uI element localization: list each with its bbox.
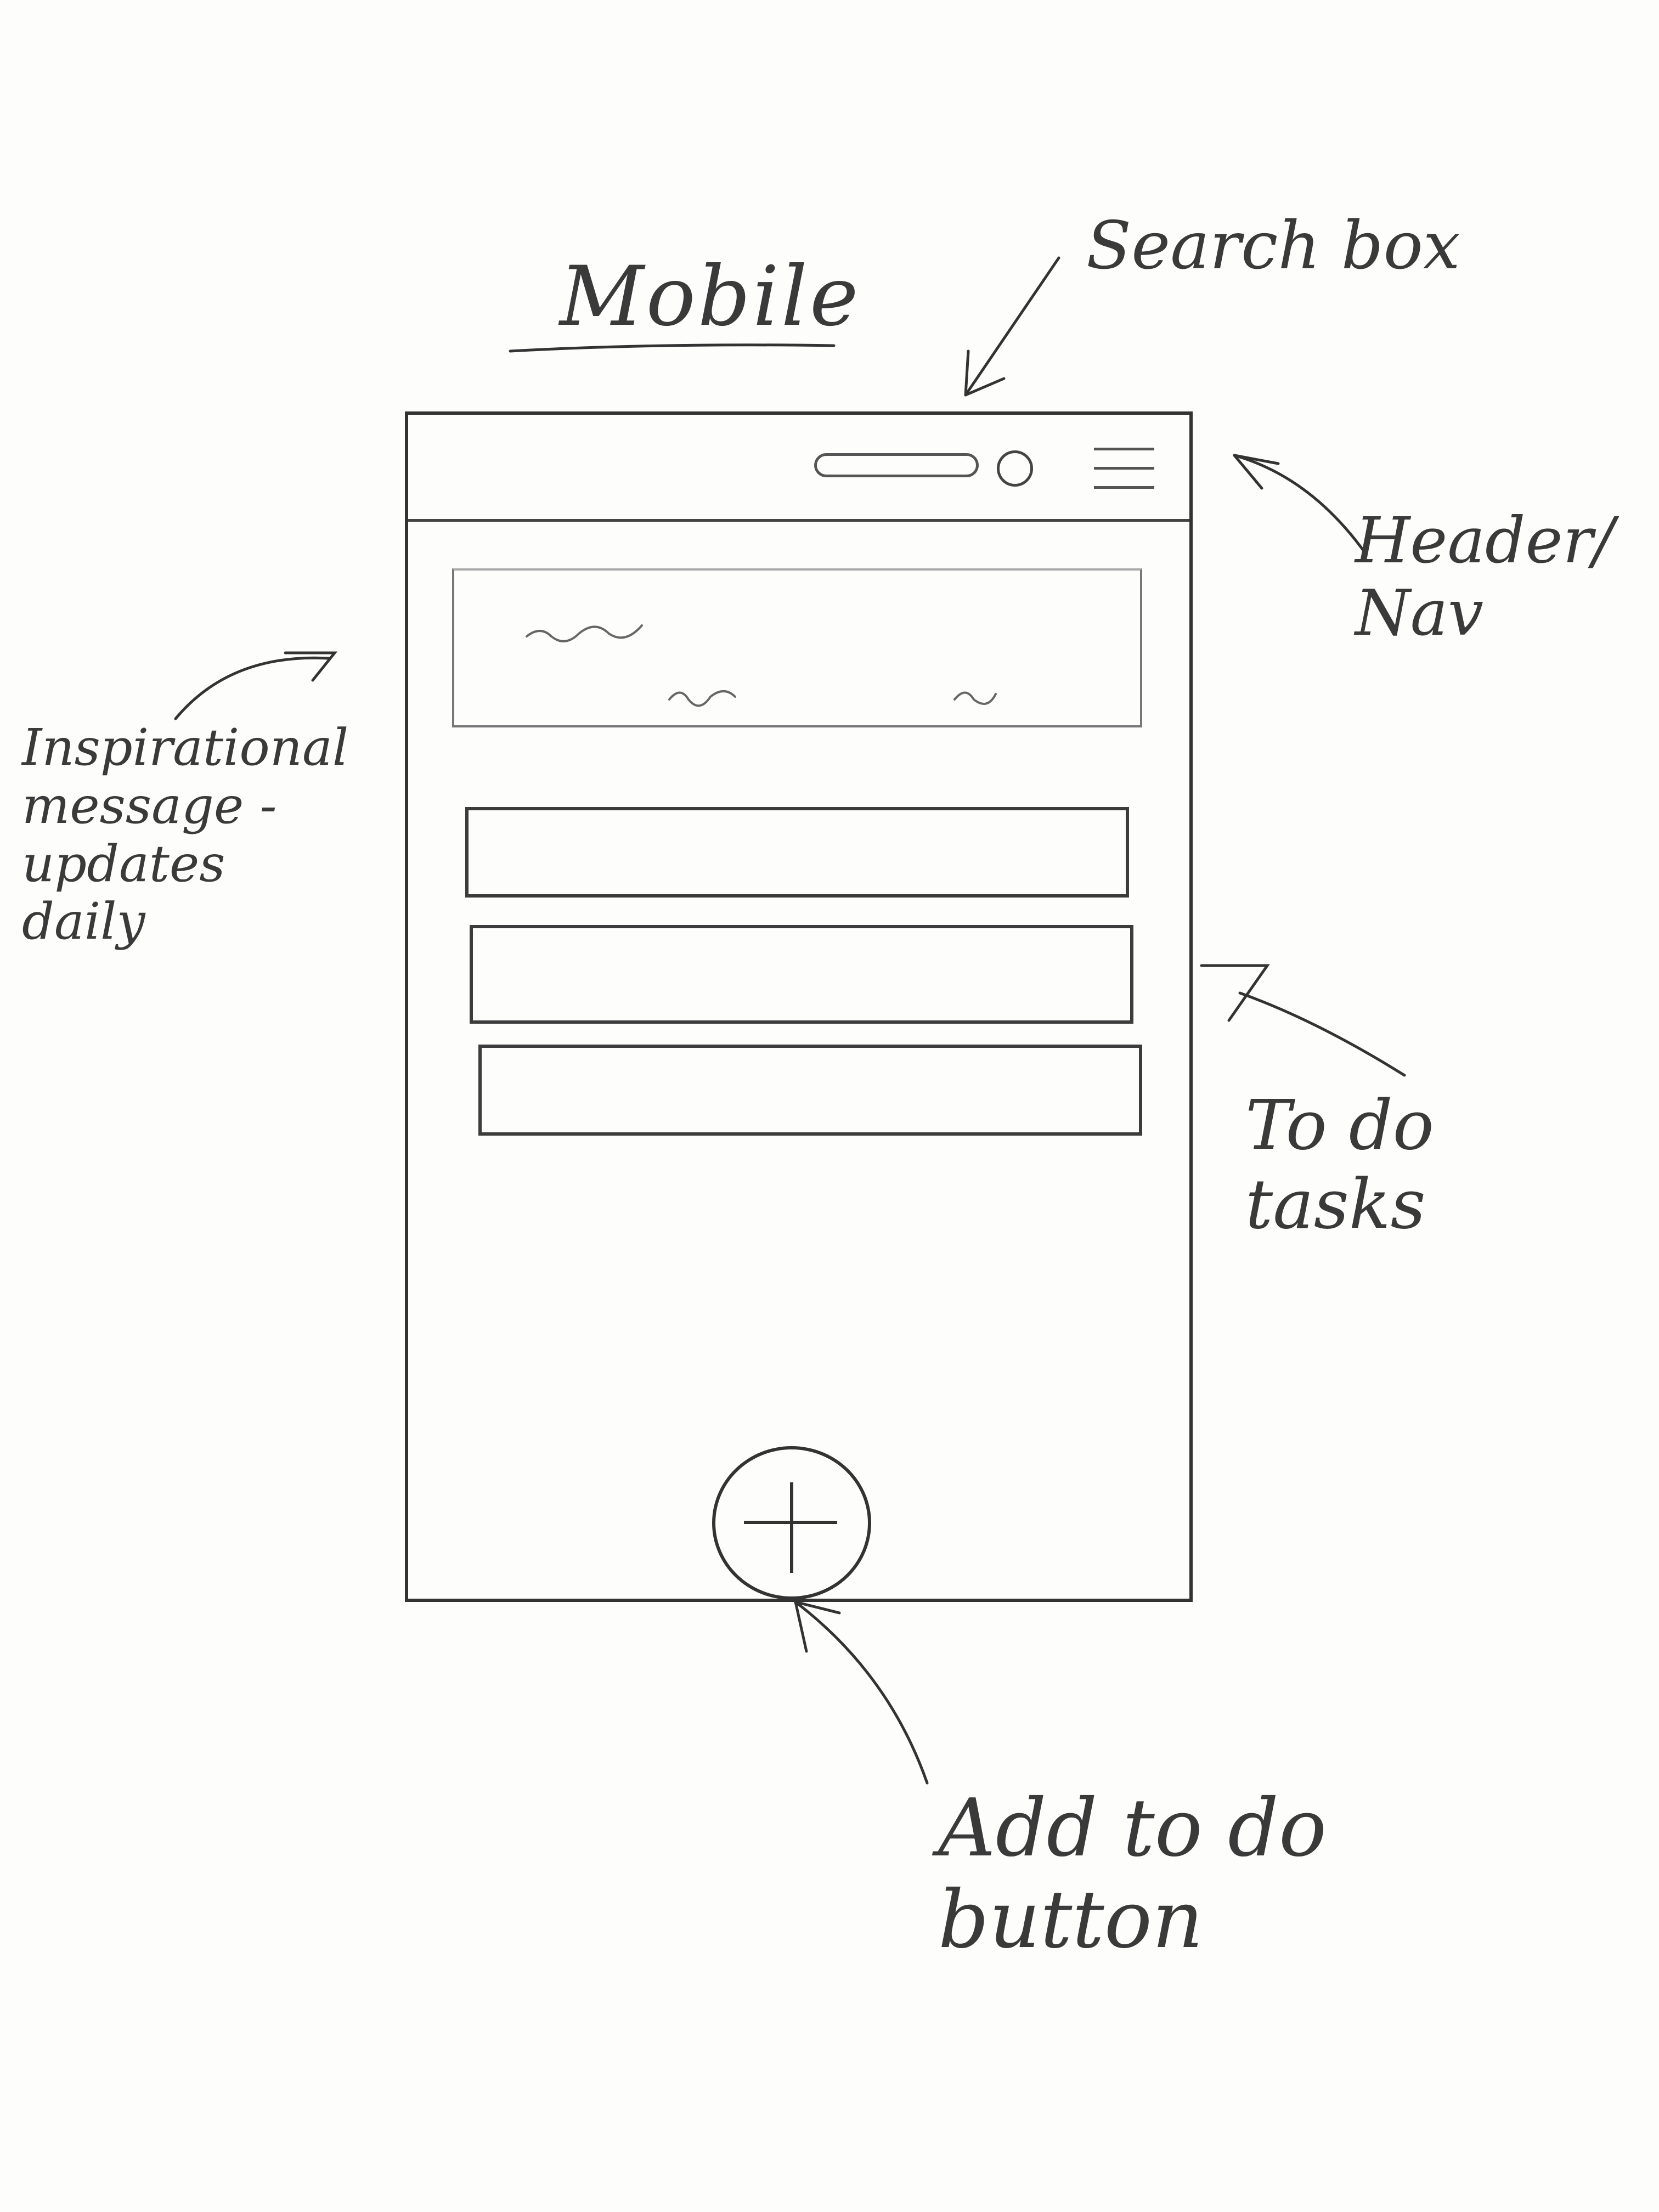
search-box-annotation: Search box [1086, 208, 1460, 284]
search-arrowhead [964, 349, 1006, 397]
search-icon[interactable] [997, 450, 1033, 487]
todo-arrow [1238, 991, 1406, 1077]
todo-tasks-annotation: To do tasks [1245, 1086, 1434, 1244]
title-underline [509, 343, 836, 353]
header-arrowhead [1233, 454, 1280, 490]
search-input[interactable] [814, 453, 979, 477]
header-nav [408, 415, 1189, 522]
todo-arrowhead [1200, 964, 1270, 1022]
add-arrow [794, 1600, 929, 1785]
inspirational-annotation: Inspirational message - updates daily [22, 718, 349, 951]
add-button-annotation: Add to do button [938, 1782, 1327, 1966]
todo-task-item[interactable] [465, 807, 1129, 898]
insp-arrow [174, 656, 331, 720]
add-arrowhead [794, 1600, 841, 1653]
search-arrow [964, 256, 1060, 397]
sketch-title: Mobile [560, 249, 861, 345]
todo-task-item[interactable] [478, 1045, 1142, 1136]
header-arrow [1233, 454, 1368, 556]
add-todo-button[interactable] [712, 1446, 871, 1600]
quote-squiggles [526, 624, 997, 707]
hamburger-icon[interactable] [1094, 445, 1154, 494]
insp-arrowhead [284, 651, 338, 682]
plus-icon [790, 1482, 793, 1573]
inspirational-message-card [452, 568, 1142, 727]
header-nav-annotation: Header/ Nav [1355, 504, 1615, 651]
todo-task-item[interactable] [470, 925, 1133, 1024]
mobile-frame [405, 411, 1193, 1602]
